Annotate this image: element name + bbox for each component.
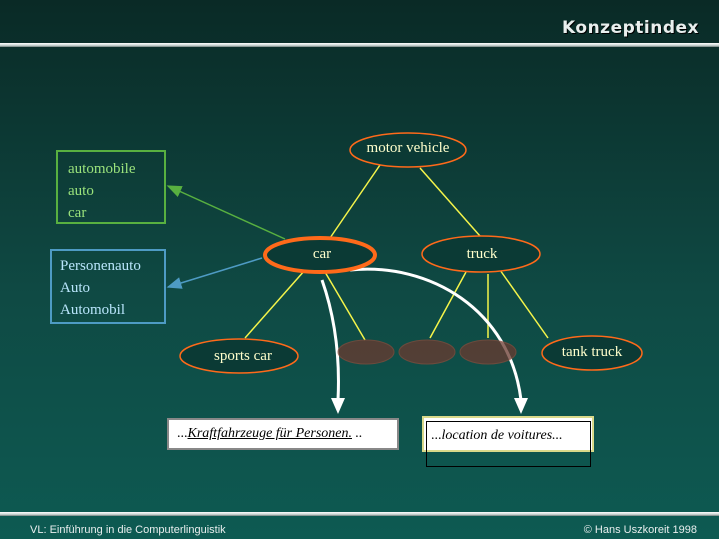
node-sports-car-label: sports car xyxy=(214,348,272,364)
english-terms-box: automobile auto car xyxy=(56,150,166,224)
node-empty-2 xyxy=(398,339,456,365)
link-car-english xyxy=(166,185,286,240)
node-truck-label: truck xyxy=(466,246,498,262)
gloss-lead: ... xyxy=(177,426,188,441)
node-empty-3 xyxy=(459,339,517,365)
tree-edges xyxy=(244,164,549,341)
edge-motor-truck xyxy=(419,167,481,237)
slide-title: Konzeptindex xyxy=(562,18,699,38)
german-terms-box: Personenauto Auto Automobil xyxy=(50,249,166,324)
node-sports-car xyxy=(179,338,299,374)
node-motor-vehicle-label: motor vehicle xyxy=(366,140,450,156)
french-gloss-box: ...location de voitures... xyxy=(426,421,591,467)
edge-car-sports xyxy=(244,269,306,339)
edge-car-sub1 xyxy=(324,271,366,341)
german-term: Automobil xyxy=(60,302,126,318)
arrow-car-french-gloss xyxy=(349,267,523,401)
edge-motor-car xyxy=(329,164,381,239)
french-gloss-text: location de voitures... xyxy=(441,428,563,443)
german-term: Auto xyxy=(60,280,90,296)
arrow-car-german-gloss xyxy=(320,279,340,401)
gloss-lead: ... xyxy=(431,428,442,443)
english-term: auto xyxy=(68,183,94,199)
french-gloss-frame xyxy=(422,416,594,452)
link-car-german xyxy=(166,257,263,289)
footer-course: VL: Einführung in die Computerlinguistik xyxy=(30,524,226,536)
german-gloss-text: Kraftfahrzeuge für Personen. xyxy=(187,426,353,441)
bottom-rule xyxy=(0,512,719,516)
node-tank-truck-label: tank truck xyxy=(561,344,623,360)
arrowhead-german-gloss xyxy=(331,398,345,414)
node-tank-truck xyxy=(541,335,643,371)
top-rule xyxy=(0,43,719,47)
edge-truck-sub2 xyxy=(429,271,467,339)
node-car-label: car xyxy=(312,246,332,262)
edge-truck-tank xyxy=(499,269,549,339)
gloss-tail: .. xyxy=(352,426,363,441)
english-term: automobile xyxy=(68,161,136,177)
arrowhead-french-gloss xyxy=(514,398,528,414)
node-car xyxy=(263,236,377,274)
german-term: Personenauto xyxy=(60,258,141,274)
german-gloss-box: ...Kraftfahrzeuge für Personen. .. xyxy=(167,418,399,450)
english-term: car xyxy=(68,205,87,221)
node-empty-1 xyxy=(337,339,395,365)
node-motor-vehicle xyxy=(349,132,467,168)
footer-copyright: © Hans Uszkoreit 1998 xyxy=(583,524,697,536)
node-truck xyxy=(421,235,541,273)
